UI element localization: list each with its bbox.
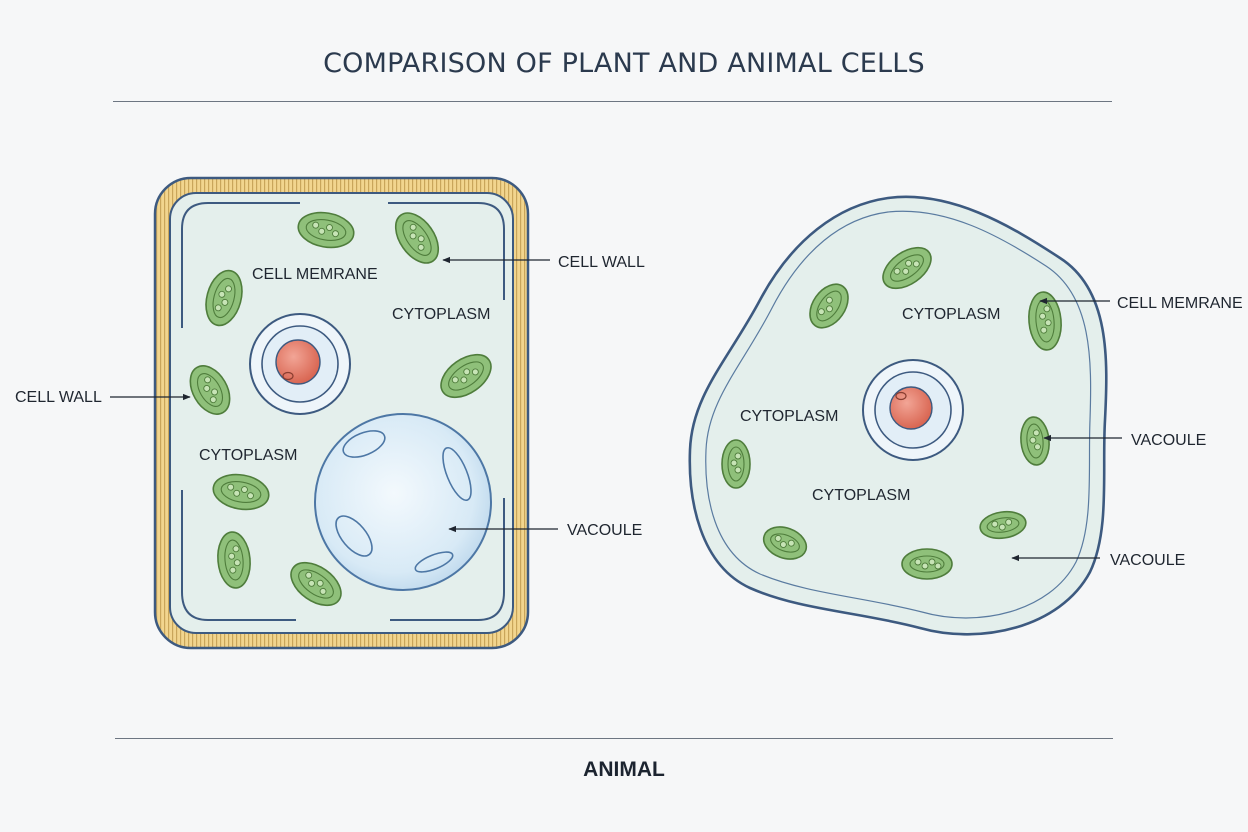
plant-chloroplast [297, 211, 355, 249]
plant-chloroplast [440, 353, 492, 399]
plant-chloroplast [394, 212, 440, 264]
plant-vacuole [314, 413, 492, 591]
plant-cell-membrane [181, 202, 505, 621]
animal-organelle [1028, 291, 1062, 351]
plant-chloroplast [290, 561, 342, 607]
animal-label-cell-membrane: CELL MEMRANE [1117, 295, 1243, 312]
plant-label-cell-wall-left: CELL WALL [15, 389, 102, 406]
plant-chloroplast [205, 269, 243, 327]
animal-label-vacuole-upper: VACOULE [1131, 432, 1206, 449]
plant-chloroplast [212, 473, 270, 511]
plant-label-cell-wall-right: CELL WALL [558, 254, 645, 271]
plant-label-cell-membrane: CELL MEMRANE [252, 266, 378, 283]
animal-organelle [882, 246, 932, 290]
plant-label-vacuole: VACOULE [567, 522, 642, 539]
plant-nucleus [249, 313, 351, 415]
animal-cell-membrane-inner [705, 210, 1092, 619]
animal-nucleus [862, 359, 964, 461]
animal-organelle [762, 526, 808, 560]
animal-organelle [901, 548, 953, 580]
plant-nucleolus [275, 339, 321, 385]
title-divider [113, 101, 1112, 102]
footer-divider [115, 738, 1113, 739]
animal-organelle [979, 510, 1027, 540]
animal-nucleolus [889, 386, 933, 430]
plant-cell: CELL MEMRANE CYTOPLASM CYTOPLASM CELL WA… [15, 176, 645, 650]
page-title: COMPARISON OF PLANT AND ANIMAL CELLS [323, 48, 925, 79]
plant-chloroplast [217, 531, 251, 589]
animal-label-cytoplasm-bottom: CYTOPLASM [812, 487, 910, 504]
animal-label-vacuole-lower: VACOULE [1110, 552, 1185, 569]
footer-label: ANIMAL [583, 758, 665, 781]
animal-organelle [721, 439, 751, 489]
animal-label-cytoplasm-left: CYTOPLASM [740, 408, 838, 425]
animal-organelle [809, 283, 849, 329]
animal-label-cytoplasm-top: CYTOPLASM [902, 306, 1000, 323]
plant-label-cytoplasm-top: CYTOPLASM [392, 306, 490, 323]
animal-cell: CYTOPLASM CYTOPLASM CYTOPLASM CELL MEMRA… [688, 195, 1243, 636]
plant-chloroplast [189, 365, 231, 415]
plant-label-cytoplasm-left: CYTOPLASM [199, 447, 297, 464]
